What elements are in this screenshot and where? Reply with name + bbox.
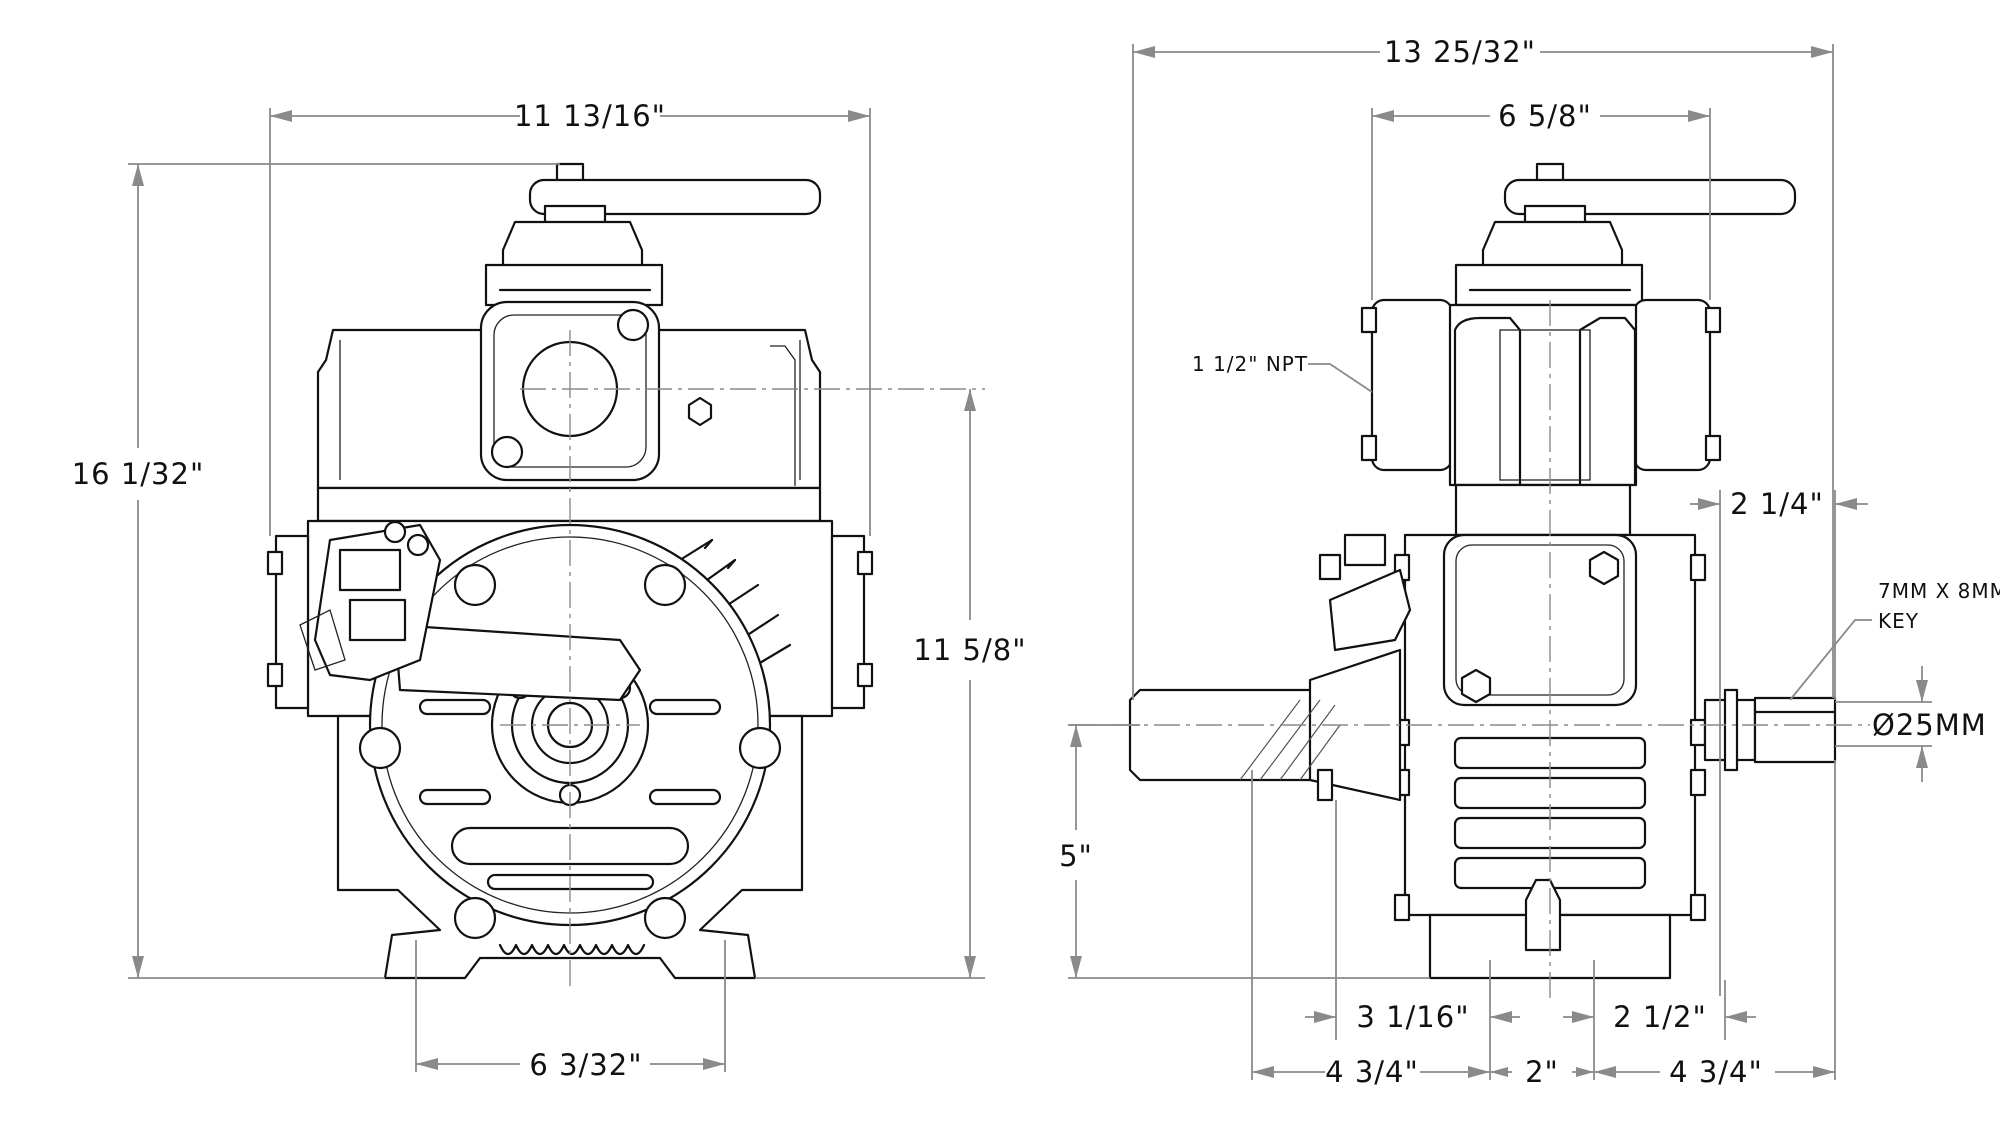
- dim-side-shaft-height: 5": [1059, 724, 1430, 979]
- front-handle: [528, 162, 822, 226]
- dim-front-feet-label: 6 3/32": [529, 1048, 642, 1082]
- dim-side-shaft-height-label: 5": [1059, 839, 1093, 873]
- dim-side-overall: 13 25/32": [1132, 35, 1834, 700]
- dim-front-height: 16 1/32": [72, 163, 560, 979]
- dim-front-width: 11 13/16": [269, 99, 871, 536]
- dim-side-base-row: 4 3/4" 2" 4 3/4": [1252, 1055, 1835, 1089]
- dim-front-feet: 6 3/32": [415, 940, 726, 1082]
- side-port-callout-label: 1 1/2" NPT: [1192, 352, 1308, 376]
- side-collar: [1454, 483, 1632, 537]
- dim-side-left-center: 3 1/16": [1305, 1000, 1520, 1034]
- side-handle: [1503, 162, 1797, 226]
- dim-side-shaft-diameter: Ø25MM: [1835, 666, 1987, 782]
- dim-front-width-label: 11 13/16": [514, 99, 666, 133]
- side-key-callout: 7MM X 8MM KEY: [1789, 579, 2000, 701]
- key-size-line2: KEY: [1878, 609, 1919, 633]
- dim-side-base-right-label: 4 3/4": [1669, 1055, 1763, 1089]
- side-view: 13 25/32" 6 5/8" 1 1/2" NPT 2 1/4": [1059, 35, 2000, 1089]
- dim-side-right-center: 2 1/2": [1563, 1000, 1756, 1034]
- front-band: [316, 486, 822, 523]
- front-valve-cap: [484, 220, 664, 307]
- dim-side-base-mid-label: 2": [1525, 1055, 1559, 1089]
- front-relief-valve: [299, 520, 642, 702]
- side-port-callout: 1 1/2" NPT: [1192, 352, 1373, 393]
- dim-front-height-label: 16 1/32": [72, 457, 205, 491]
- dim-side-left-center-label: 3 1/16": [1356, 1000, 1469, 1034]
- side-port-flanges: [1360, 298, 1722, 487]
- key-size-line1: 7MM X 8MM: [1878, 579, 2000, 603]
- dim-side-shaft-length: 2 1/4": [1690, 487, 1868, 996]
- front-fins: [678, 538, 792, 672]
- side-valve-cap: [1454, 220, 1644, 307]
- dim-side-overall-label: 13 25/32": [1384, 35, 1536, 69]
- dim-side-base-left-label: 4 3/4": [1325, 1055, 1419, 1089]
- dim-side-port-width-label: 6 5/8": [1498, 99, 1592, 133]
- dim-front-port-height: 11 5/8": [755, 389, 1026, 979]
- front-upper-housing: [316, 300, 822, 490]
- dim-front-port-height-label: 11 5/8": [913, 633, 1026, 667]
- side-inlet-coupling: [1128, 533, 1412, 802]
- dim-side-port-width: 6 5/8": [1371, 99, 1711, 300]
- front-view: 11 13/16" 16 1/32" 11 5/8": [72, 99, 1026, 1082]
- dim-side-right-center-label: 2 1/2": [1613, 1000, 1707, 1034]
- dim-side-shaft-diameter-label: Ø25MM: [1872, 708, 1987, 742]
- front-end-cover: [358, 523, 782, 956]
- dim-side-shaft-length-label: 2 1/4": [1730, 487, 1824, 521]
- side-shaft: [1703, 688, 1837, 772]
